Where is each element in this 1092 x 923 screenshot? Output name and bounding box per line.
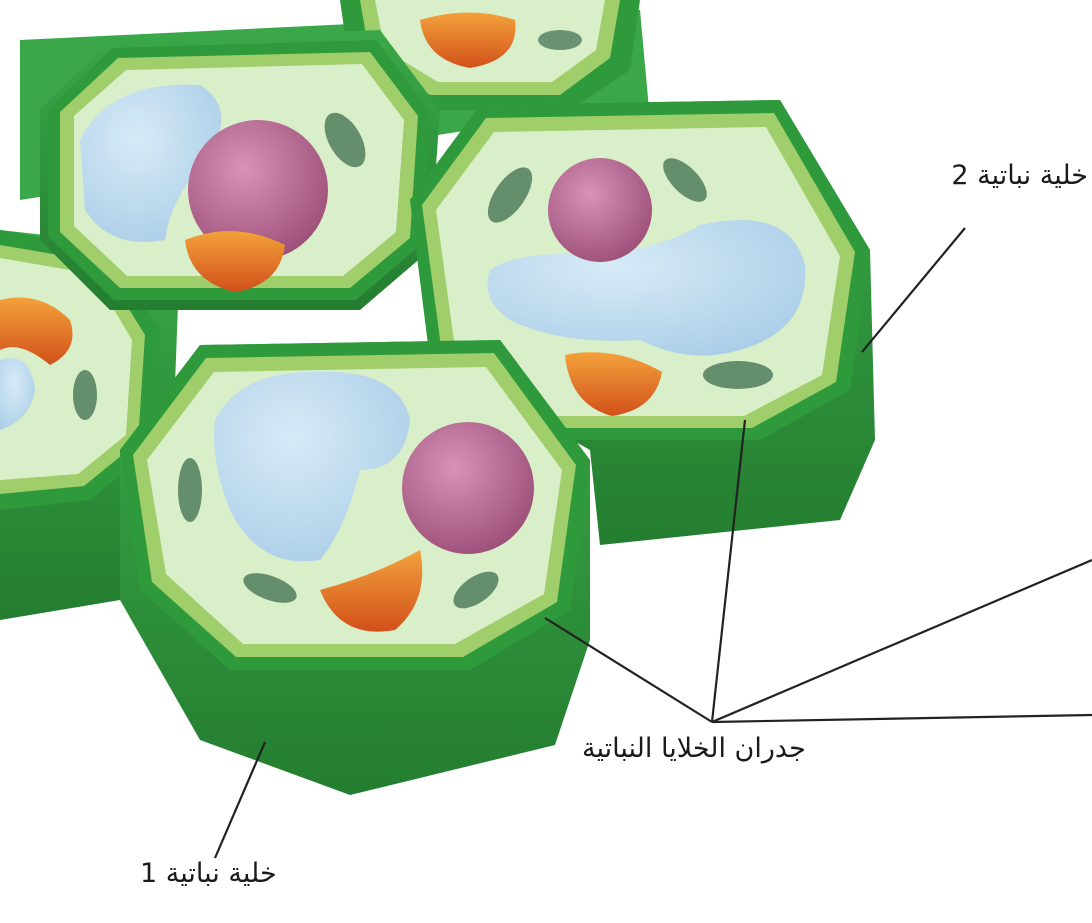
plant-cell-walls-label: جدران الخلايا النباتية [582, 735, 806, 762]
leader-line-wall-right-upper [712, 560, 1092, 722]
plant-cell-2-label: خلية نباتية 2 [951, 162, 1088, 189]
leader-line-cell-1 [215, 742, 265, 858]
upper-left-cell [40, 30, 440, 310]
plant-cell-1 [120, 340, 590, 795]
leader-line-wall-right-lower [712, 715, 1092, 722]
leader-line-cell-2 [862, 228, 965, 352]
plant-cell-1-label: خلية نباتية 1 [140, 860, 277, 887]
